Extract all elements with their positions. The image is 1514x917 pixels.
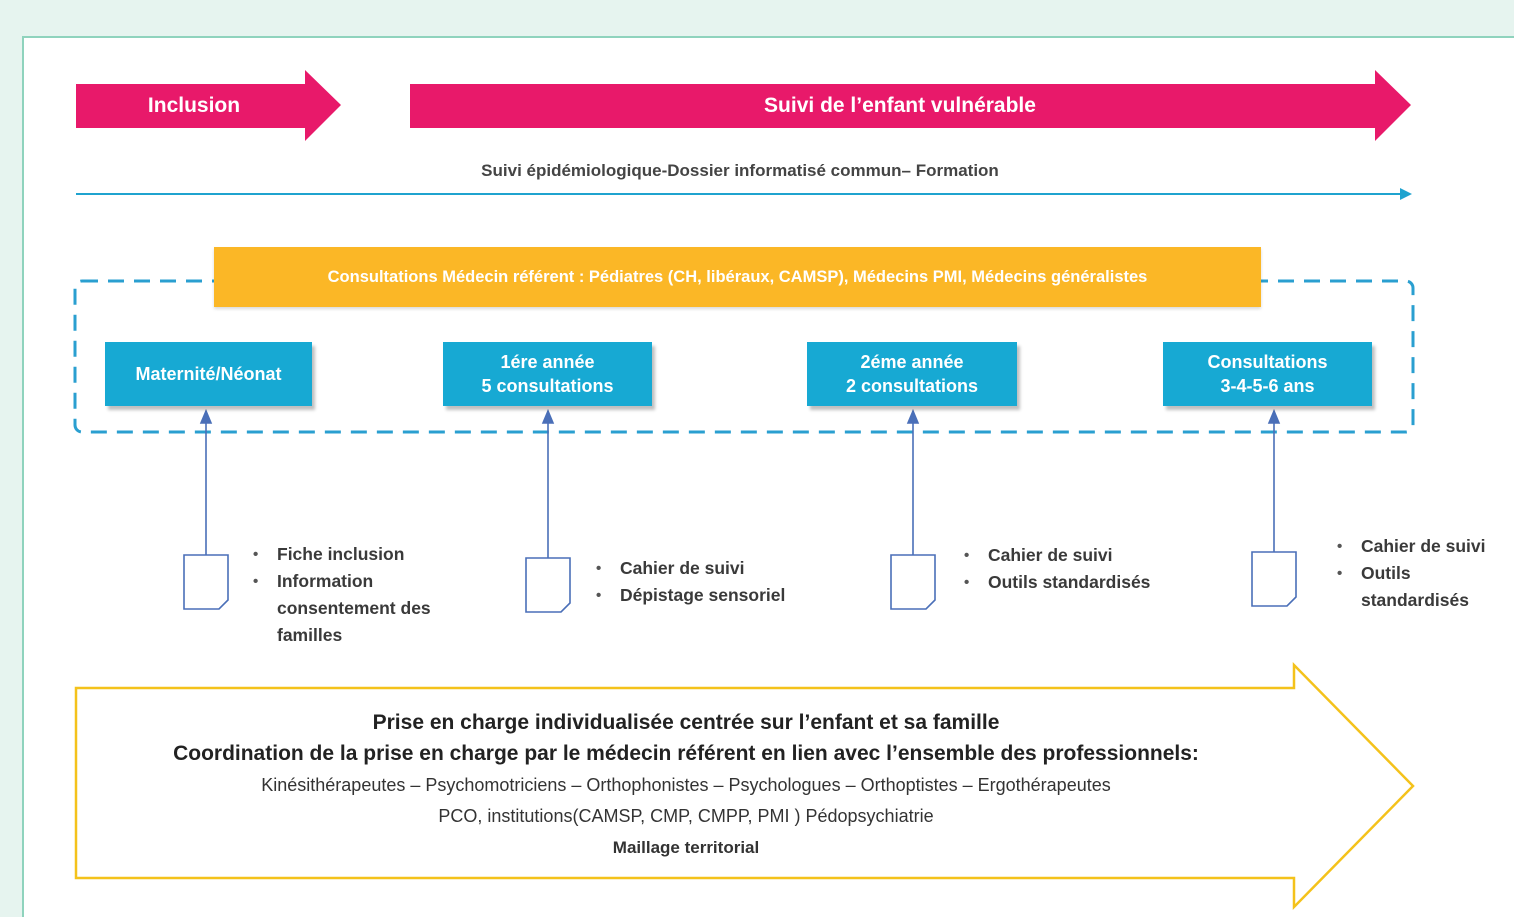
bottom-line-5: Maillage territorial xyxy=(612,838,760,857)
bullet-item: Cahier de suivi xyxy=(594,555,854,582)
bottom-line-4: PCO, institutions(CAMSP, CMP, CMPP, PMI … xyxy=(438,806,934,826)
bullet-item: Outils standardisés xyxy=(962,569,1162,596)
connector-3-head xyxy=(906,408,920,424)
bullet-item: Cahier de suivi xyxy=(962,542,1162,569)
referent-bar: Consultations Médecin référent : Pédiatr… xyxy=(214,247,1261,307)
bottom-line-2: Coordination de la prise en charge par l… xyxy=(173,742,1199,765)
stage-box-line: 1ére année xyxy=(500,352,595,372)
timeline-arrowhead xyxy=(1400,188,1412,200)
document-icon xyxy=(1251,551,1297,607)
stage-box-line: Consultations xyxy=(1207,352,1328,372)
stage-3-bullets: Cahier de suivi Outils standardisés xyxy=(962,542,1162,596)
connector-4-head xyxy=(1267,408,1281,424)
stage-box-line: Maternité/Néonat xyxy=(135,364,282,384)
stage-box-first-year: 1ére année 5 consultations xyxy=(443,342,652,406)
bullet-item: Dépistage sensoriel xyxy=(594,582,854,609)
bullet-item: Information consentement des familles xyxy=(251,568,471,649)
stage-box-line: 5 consultations xyxy=(481,376,614,396)
suivi-label: Suivi de l’enfant vulnérable xyxy=(764,94,1036,117)
stage-box-consultations: Consultations 3-4-5-6 ans xyxy=(1163,342,1372,406)
bottom-outline-arrow xyxy=(74,661,1415,911)
connector-1-head xyxy=(199,408,213,424)
stage-2-bullets: Cahier de suivi Dépistage sensoriel xyxy=(594,555,854,609)
stage-box-line: 2 consultations xyxy=(845,376,979,396)
stage-box-maternite: Maternité/Néonat xyxy=(105,342,312,406)
document-icon xyxy=(890,554,936,610)
stage-box-line: 3-4-5-6 ans xyxy=(1220,376,1315,396)
inclusion-arrow xyxy=(76,70,341,141)
document-icon xyxy=(183,554,229,610)
bottom-line-3: Kinésithérapeutes – Psychomotriciens – O… xyxy=(261,775,1111,795)
connector-2-head xyxy=(541,408,555,424)
stage-4-bullets: Cahier de suivi Outils standardisés xyxy=(1335,533,1511,614)
stage-box-line: 2éme année xyxy=(860,352,964,372)
stage-box-second-year: 2éme année 2 consultations xyxy=(807,342,1017,406)
bottom-line-1: Prise en charge individualisée centrée s… xyxy=(372,711,1000,734)
bullet-item: Cahier de suivi xyxy=(1335,533,1511,560)
stage-1-bullets: Fiche inclusion Information consentement… xyxy=(251,541,471,649)
bullet-item: Fiche inclusion xyxy=(251,541,471,568)
inclusion-label: Inclusion xyxy=(147,94,241,117)
document-icon xyxy=(525,557,571,613)
bullet-item: Outils standardisés xyxy=(1335,560,1511,614)
subtitle: Suivi épidémiologique-Dossier informatis… xyxy=(481,161,999,180)
suivi-arrow xyxy=(410,70,1411,141)
